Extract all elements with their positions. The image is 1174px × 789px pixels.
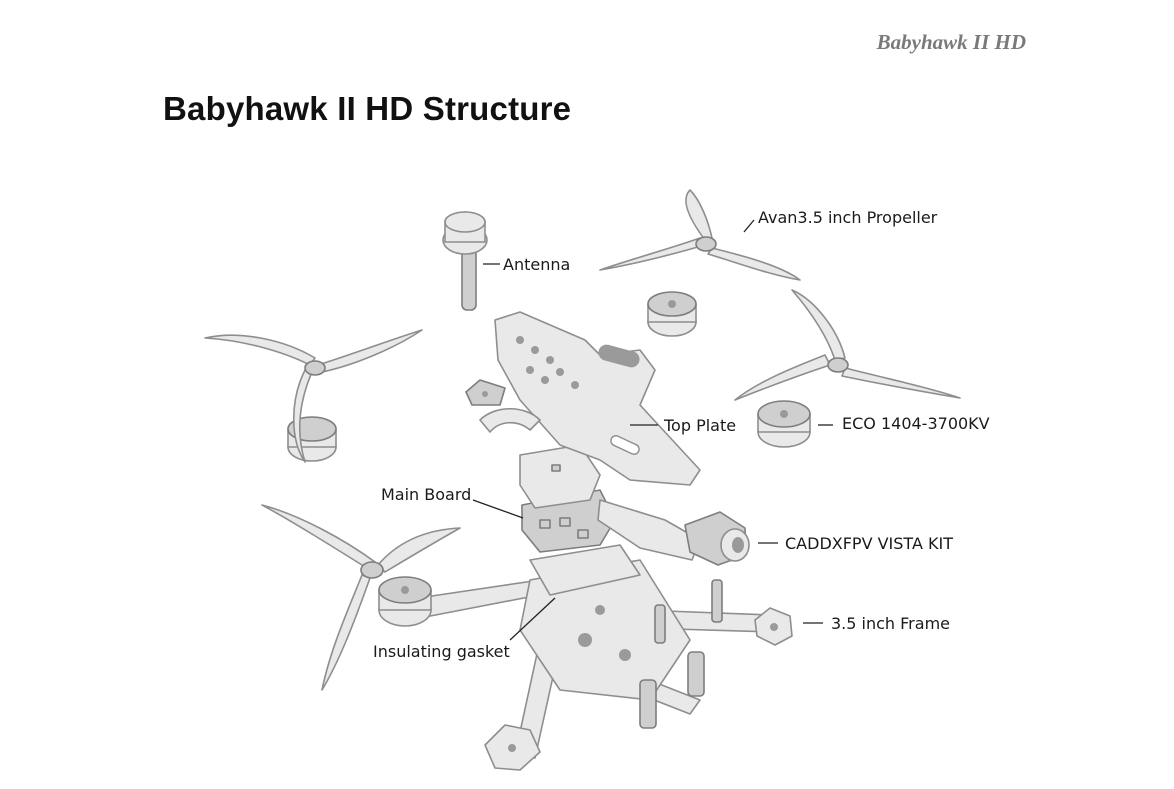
motor-label: ECO 1404-3700KV — [842, 414, 990, 433]
bracket-illustration — [465, 379, 541, 433]
running-head: Babyhawk II HD — [876, 30, 1026, 54]
vista-camera-illustration — [597, 499, 750, 566]
propeller-illustration — [204, 189, 961, 691]
gasket-leader — [509, 597, 556, 641]
frame-label: 3.5 inch Frame — [831, 614, 950, 633]
main-board-leader — [472, 499, 524, 519]
antenna-label: Antenna — [503, 255, 570, 274]
top-plate-label: Top Plate — [663, 416, 736, 435]
main-board-label: Main Board — [381, 485, 471, 504]
gasket-label: Insulating gasket — [373, 642, 510, 661]
propeller-label: Avan3.5 inch Propeller — [758, 208, 938, 227]
main-board-illustration — [519, 444, 641, 596]
propeller-leader — [743, 219, 755, 233]
vista-kit-label: CADDXFPV VISTA KIT — [785, 534, 953, 553]
antenna-illustration — [442, 211, 488, 311]
frame-illustration — [404, 559, 793, 771]
page-title: Babyhawk II HD Structure — [163, 90, 572, 127]
top-plate-illustration — [494, 311, 701, 486]
